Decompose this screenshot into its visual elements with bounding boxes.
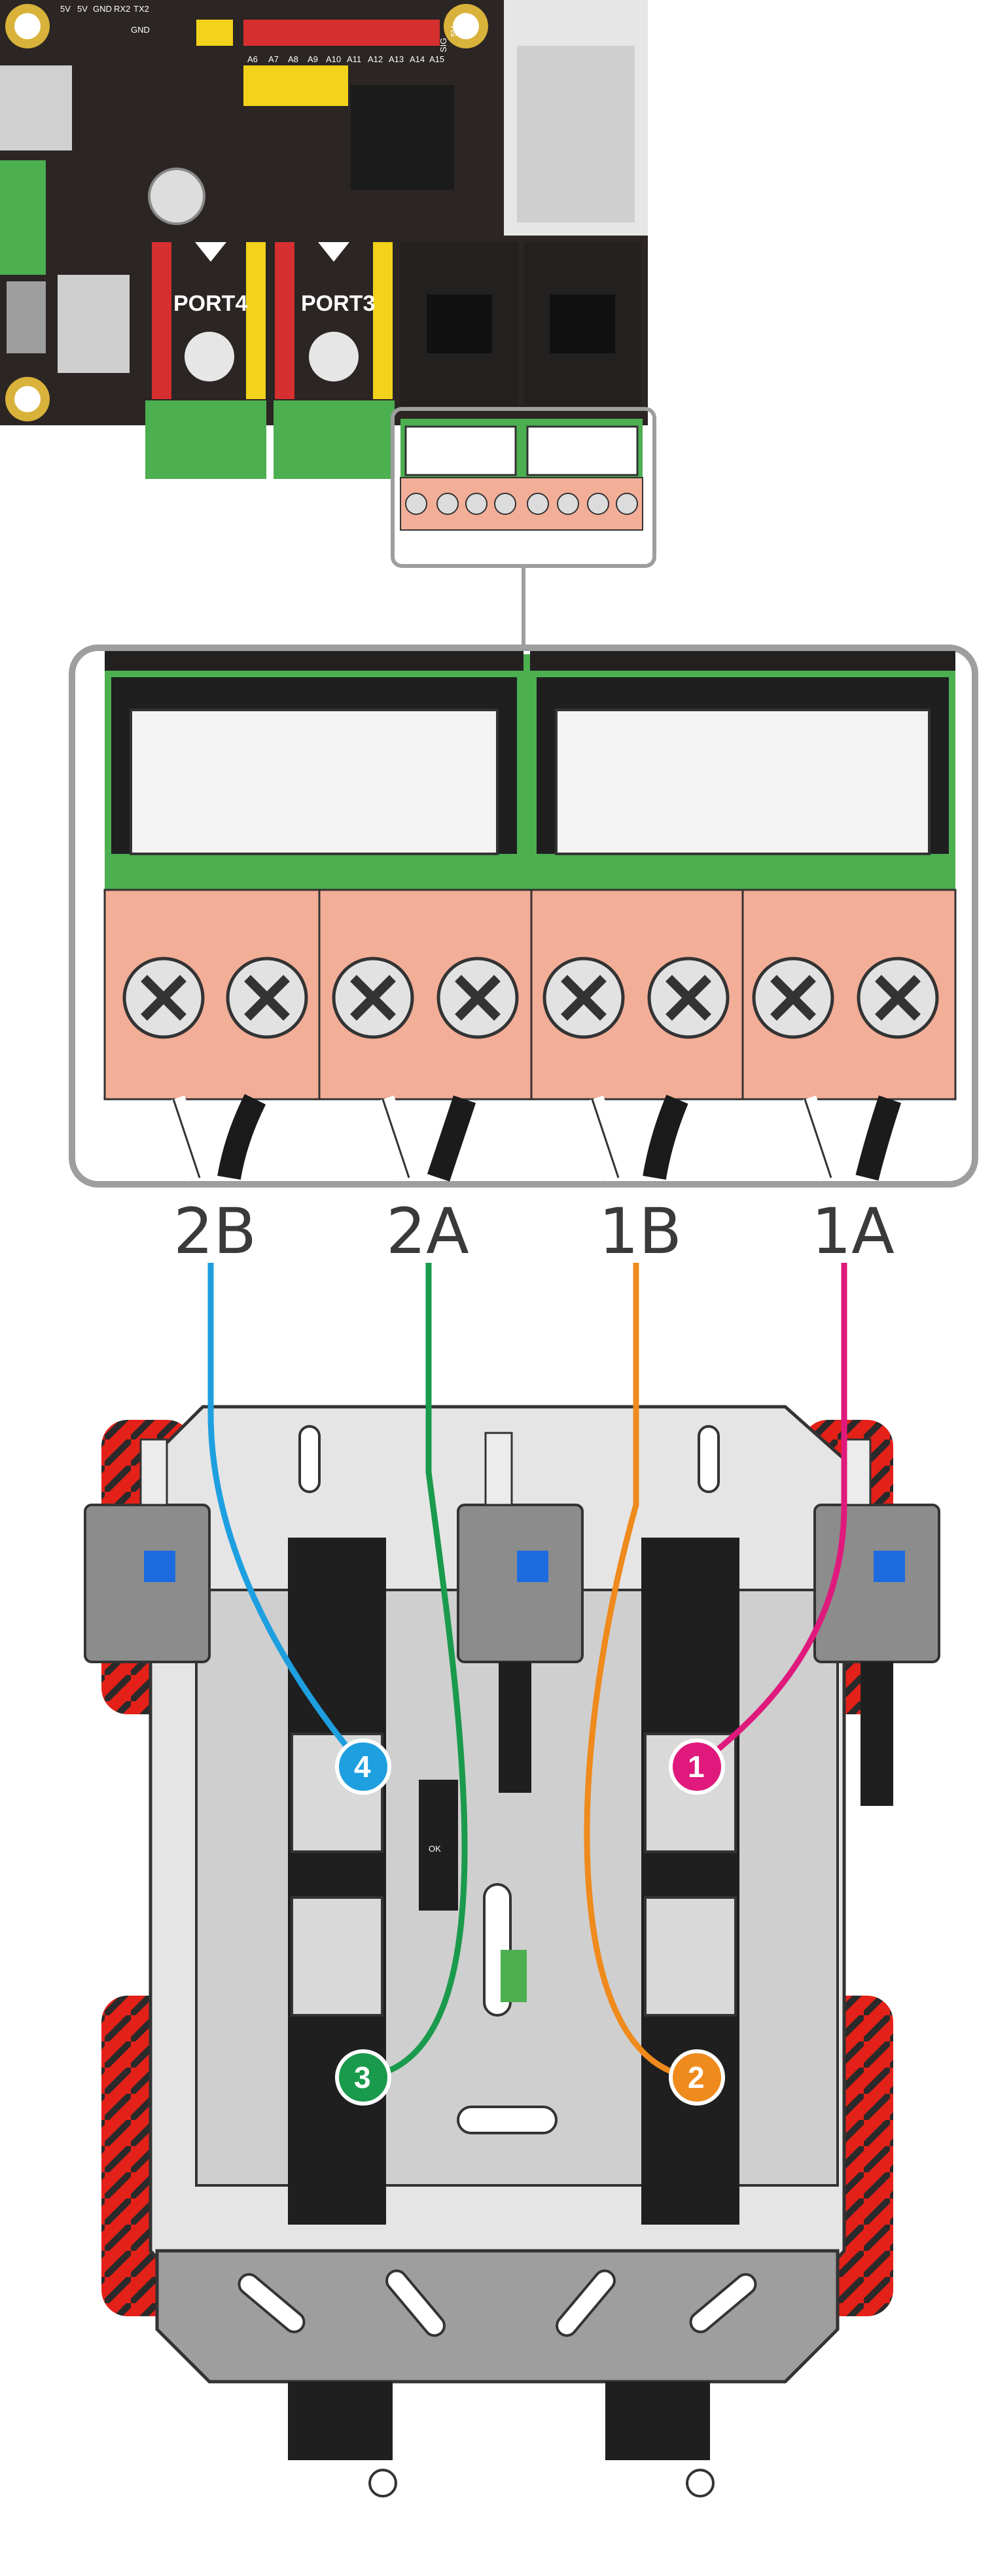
motor-badge-2: 2 xyxy=(669,2049,725,2106)
svg-text:2: 2 xyxy=(688,2060,705,2094)
svg-text:OK: OK xyxy=(429,1844,441,1854)
analog-labels: A6 xyxy=(247,54,258,64)
wire-2a xyxy=(363,1263,468,2081)
pin-label-rx2: RX2 xyxy=(114,4,130,14)
motor-badge-1: 1 xyxy=(669,1738,725,1795)
pin-label-5v: 5V xyxy=(60,4,71,14)
svg-text:1: 1 xyxy=(688,1750,705,1784)
usb-port xyxy=(0,65,72,150)
capacitor xyxy=(309,332,359,381)
motor-left xyxy=(288,1538,386,2225)
microcontroller-chip xyxy=(351,85,454,190)
port4-label: PORT4 xyxy=(173,291,247,316)
svg-text:A9: A9 xyxy=(308,54,318,64)
arrow-icon xyxy=(318,242,349,262)
svg-text:A13: A13 xyxy=(389,54,404,64)
pin-label-gnd-2: GND xyxy=(131,25,150,35)
robot-chassis: OK xyxy=(84,1405,940,2497)
svg-text:A14: A14 xyxy=(410,54,425,64)
motor-badge-4: 4 xyxy=(335,1738,391,1795)
side-label-5v: 5V xyxy=(449,26,459,37)
connector-housing xyxy=(555,709,931,855)
svg-text:A8: A8 xyxy=(288,54,298,64)
svg-text:A10: A10 xyxy=(326,54,341,64)
controller-board: 5V 5V GND RX2 TX2 GND A6 A7 A8 A9 A10 A1… xyxy=(0,0,656,568)
screw-icons xyxy=(122,957,939,1039)
wire-2b xyxy=(207,1263,366,1769)
terminal-wires xyxy=(162,1093,902,1182)
svg-text:4: 4 xyxy=(354,1750,371,1784)
side-label-sig: SIG xyxy=(438,38,448,52)
ir-sensor-center xyxy=(457,1432,584,1793)
center-chip: OK xyxy=(419,1780,527,2002)
power-jack xyxy=(58,275,130,373)
wire-label-1a: 1A xyxy=(811,1195,895,1268)
wire-1a xyxy=(695,1263,847,1769)
wire-label-1b: 1B xyxy=(599,1195,682,1268)
pin-label-tx2: TX2 xyxy=(133,4,149,14)
wire-paths xyxy=(207,1263,847,2081)
header-strip xyxy=(196,20,440,106)
front-sensor-left xyxy=(288,2382,393,2460)
capacitor xyxy=(148,168,205,225)
arrow-icon xyxy=(195,242,226,262)
pin-label-gnd: GND xyxy=(93,4,112,14)
power-switch xyxy=(7,281,46,353)
motor-right xyxy=(641,1538,739,2225)
svg-text:A11: A11 xyxy=(347,54,361,64)
ir-sensor-left xyxy=(84,1438,211,1663)
capacitor xyxy=(185,332,234,381)
svg-text:A7: A7 xyxy=(268,54,279,64)
svg-text:A15: A15 xyxy=(429,54,444,64)
power-terminal xyxy=(0,160,46,275)
green-terminal-port3 xyxy=(274,400,395,479)
ir-sensor-right xyxy=(813,1438,940,1806)
small-screw-terminals xyxy=(405,493,638,515)
svg-text:A12: A12 xyxy=(368,54,383,64)
wire-label-2b: 2B xyxy=(173,1195,257,1268)
pin-label-5v-2: 5V xyxy=(77,4,88,14)
connector-housing xyxy=(130,709,499,855)
port3-label: PORT3 xyxy=(301,291,375,316)
wire-label-2a: 2A xyxy=(386,1195,469,1268)
zoomed-terminal-block xyxy=(69,644,978,1188)
green-terminal-port4 xyxy=(145,400,266,479)
svg-text:3: 3 xyxy=(354,2060,371,2094)
chassis-front-bumper xyxy=(155,2249,840,2384)
wire-1b xyxy=(584,1263,698,2081)
front-sensor-right xyxy=(605,2382,710,2460)
motor-badge-3: 3 xyxy=(335,2049,391,2106)
svg-text:A6: A6 xyxy=(247,54,258,64)
side-label-gnd: GND xyxy=(459,12,469,31)
